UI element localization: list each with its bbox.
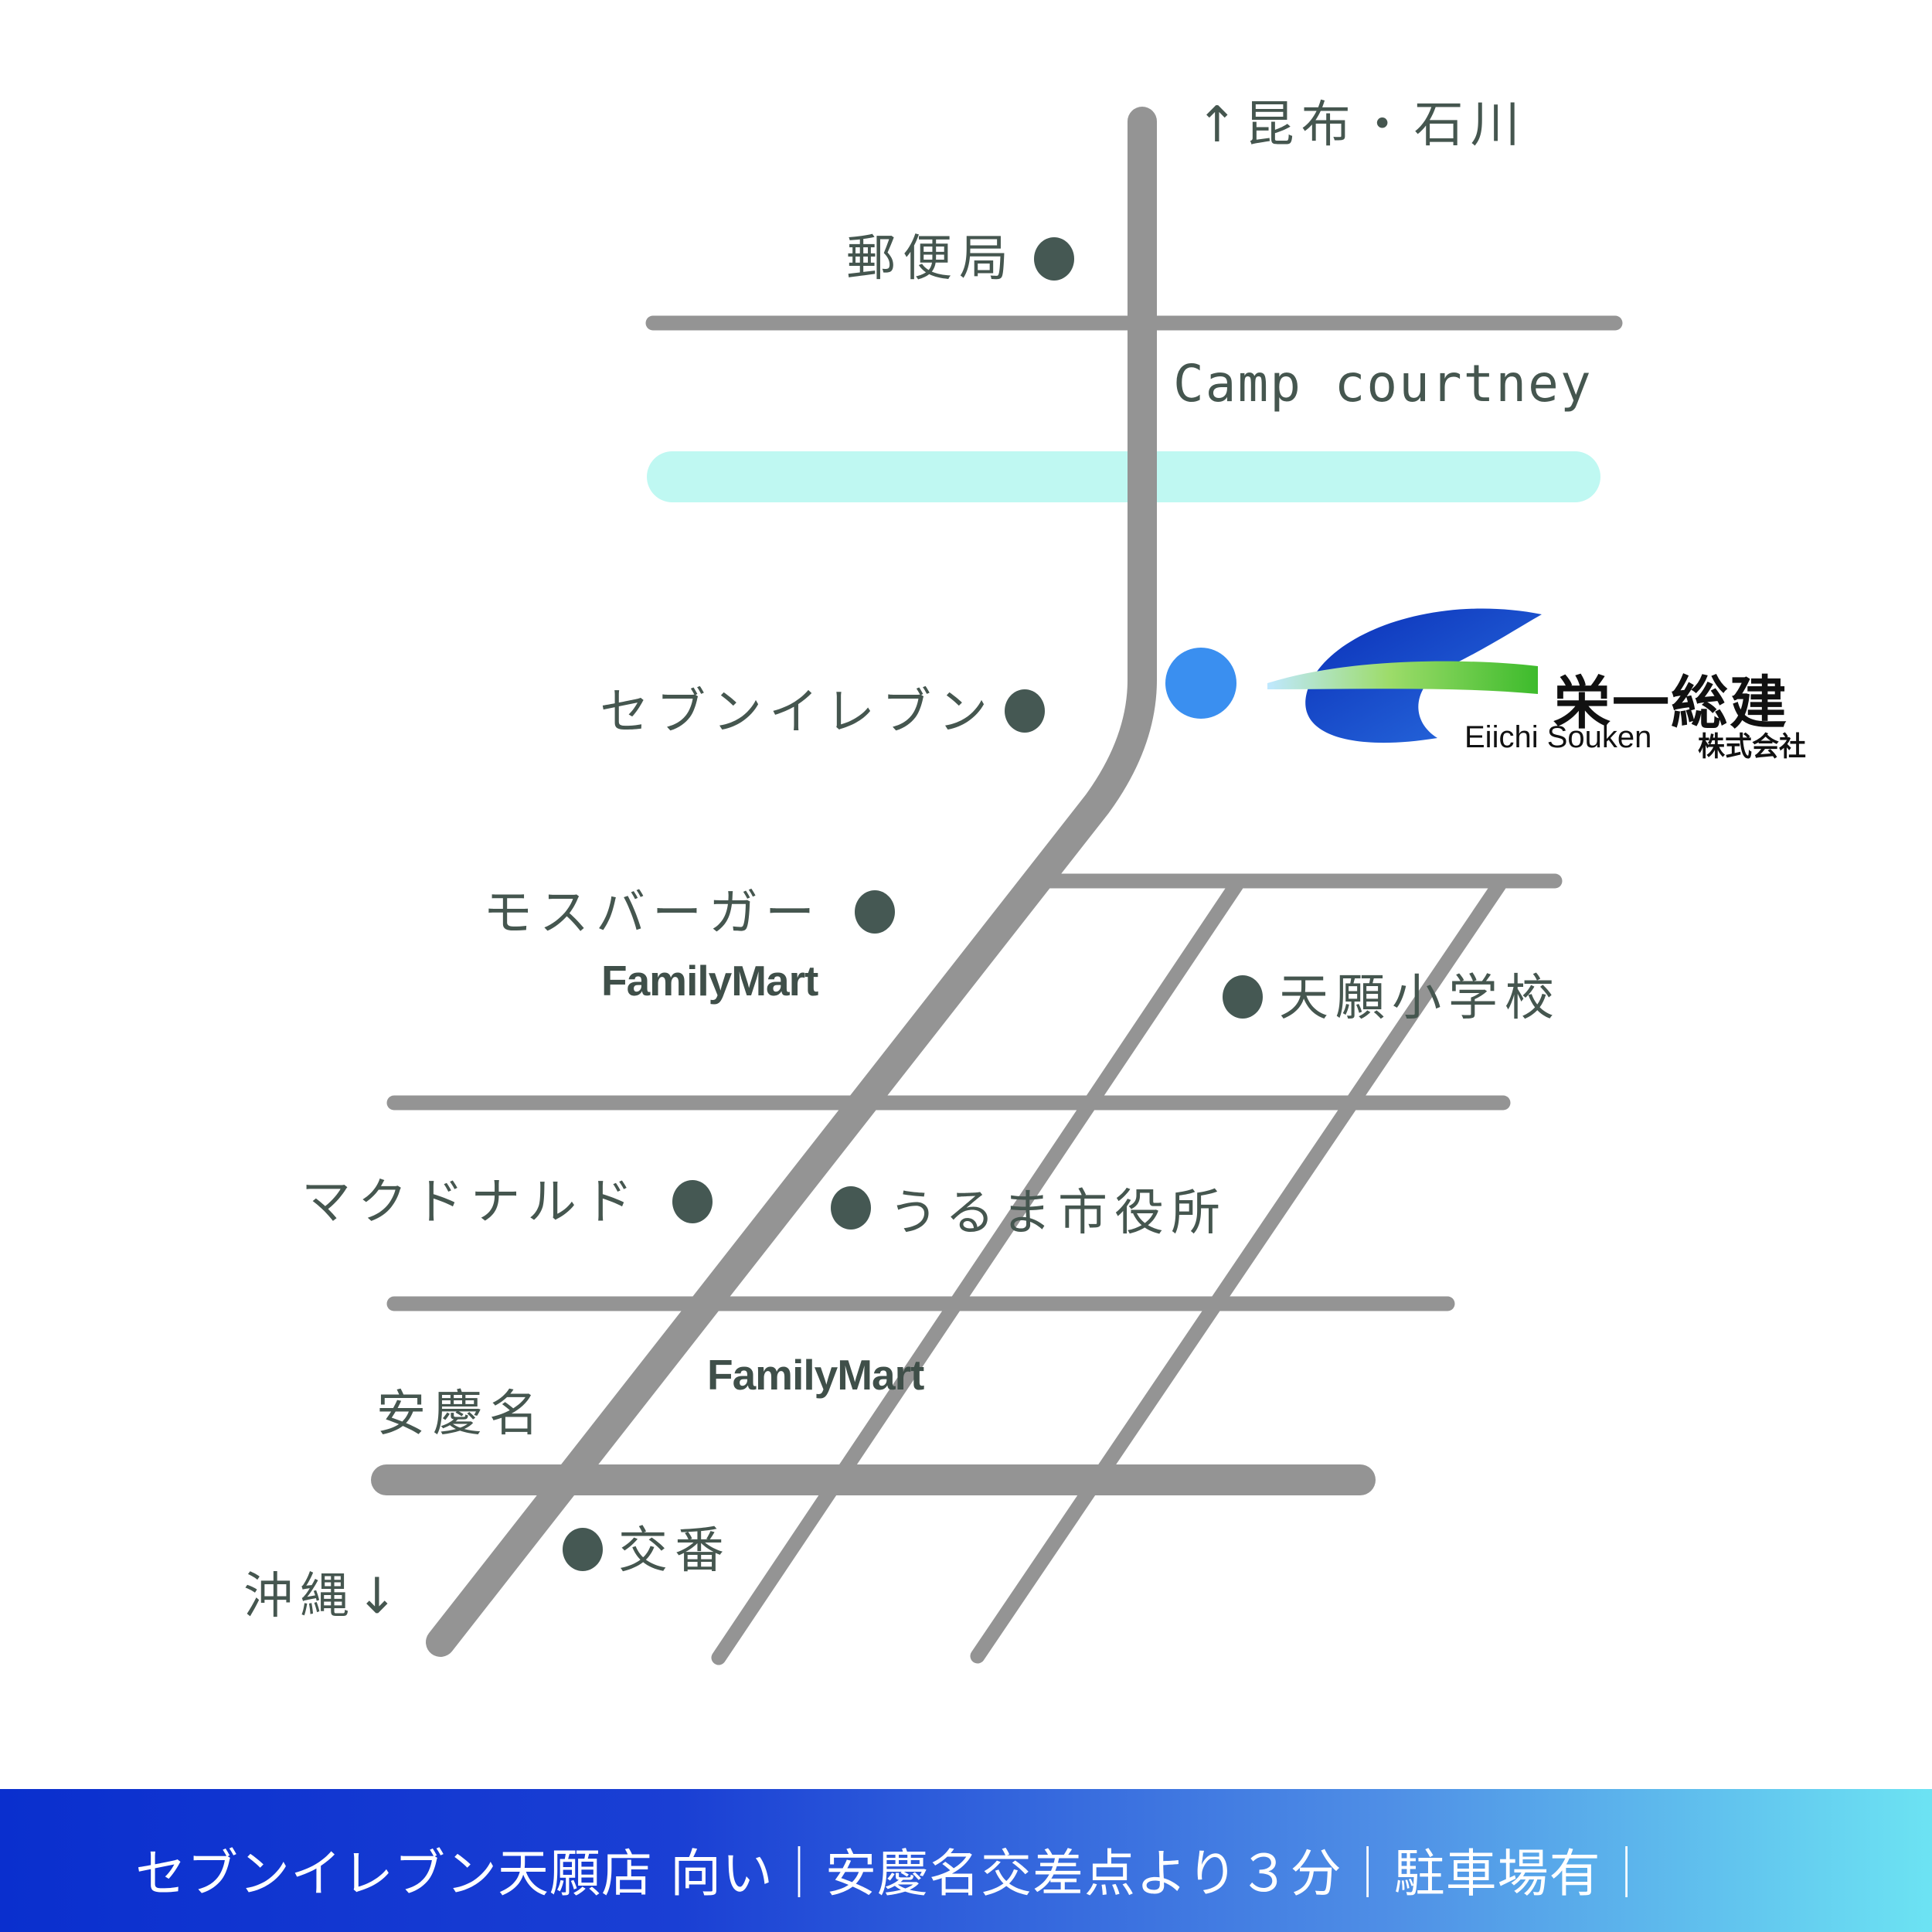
company-name-jp: 栄一総建: [1553, 670, 1788, 736]
road-diagonal-1: [711, 877, 1244, 1665]
mcdonalds-dot: [672, 1180, 713, 1223]
mcdonalds-label: マクドナルド: [301, 1174, 640, 1231]
police-box-dot: [563, 1528, 603, 1571]
seven-eleven-dot: [1005, 689, 1045, 733]
mos-burger-dot: [855, 890, 895, 934]
city-hall-label: うるま市役所: [889, 1185, 1227, 1242]
company-logo-icon: [1267, 608, 1542, 743]
company-suffix: 株式会社: [1698, 732, 1807, 763]
direction-south-label: 沖縄↓: [243, 1568, 405, 1625]
school-label: 天願小学校: [1279, 970, 1561, 1027]
main-road: [426, 107, 1157, 1657]
company-name-en: Eiichi Souken: [1464, 720, 1652, 754]
footer-text: セブンイレブン天願店 向い｜安慶名交差点より３分｜駐車場有｜: [135, 1844, 1653, 1903]
post-office-dot: [1034, 237, 1074, 281]
footer-banner: セブンイレブン天願店 向い｜安慶名交差点より３分｜駐車場有｜: [0, 1789, 1932, 1932]
post-office-label: 郵便局: [846, 230, 1015, 287]
seven-eleven-label: セブンイレブン: [600, 684, 995, 741]
direction-north-label: ↑昆布・石川: [1196, 97, 1527, 154]
police-box-label: 交番: [618, 1522, 731, 1580]
city-hall-dot: [831, 1186, 871, 1230]
location-marker[interactable]: [1165, 648, 1236, 719]
family-mart-1-label: FamilyMart: [601, 957, 818, 1005]
road-diagonal-2: [970, 877, 1507, 1664]
family-mart-2-label: FamilyMart: [707, 1351, 924, 1399]
anakena-label: 安慶名: [376, 1386, 546, 1443]
school-dot: [1223, 975, 1263, 1019]
camp-courtney-label: Camp courtney: [1173, 354, 1593, 413]
mos-burger-label: モスバーガー: [483, 885, 821, 942]
